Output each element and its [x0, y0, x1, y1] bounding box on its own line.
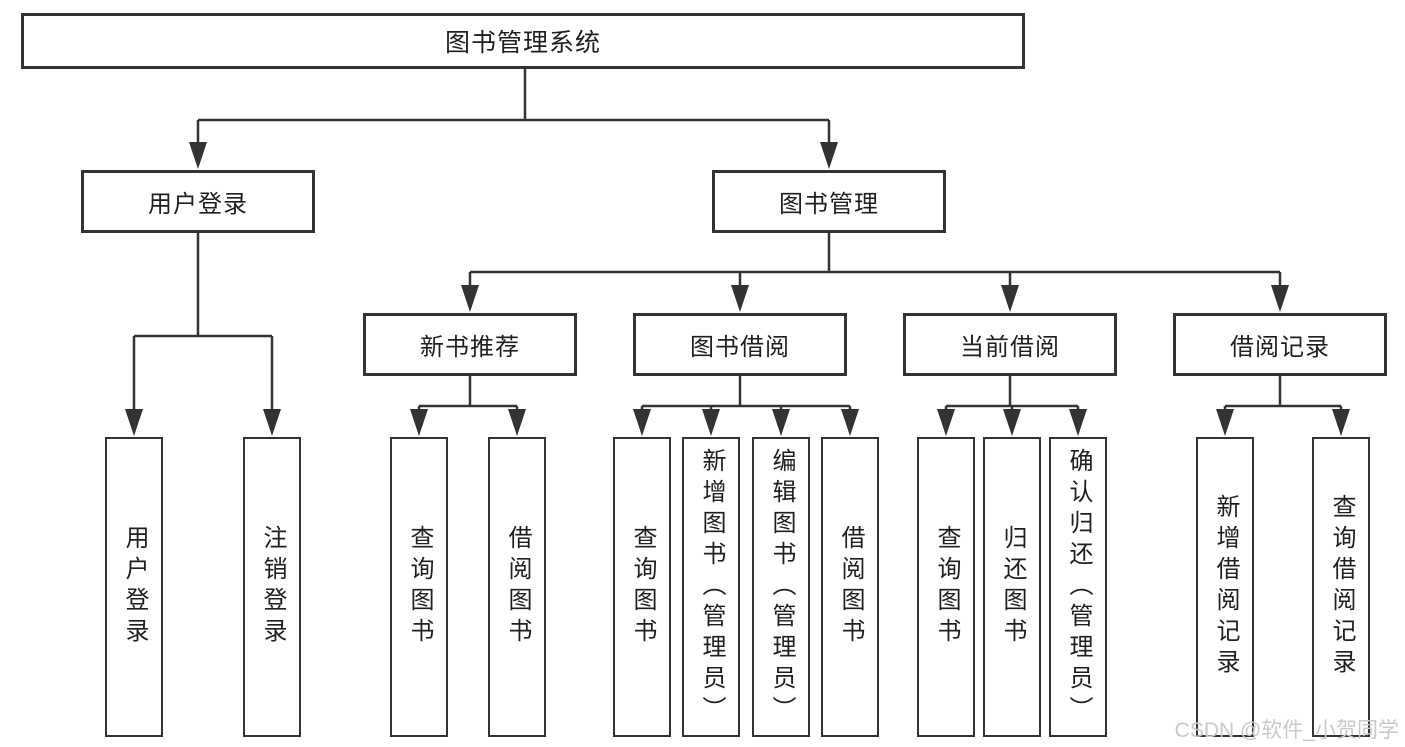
node-book-borrow: 图书借阅 — [633, 313, 847, 376]
leaf-label: 查询图书 — [933, 525, 960, 649]
node-label: 当前借阅 — [960, 334, 1060, 361]
connector-new-book-branch — [417, 376, 519, 412]
leaf-label: 用户登录 — [121, 525, 148, 649]
leaf-query-borrow-record: 查询借阅记录 — [1312, 437, 1370, 737]
node-new-book-recommend: 新书推荐 — [363, 313, 577, 376]
leaf-label: 借阅图书 — [504, 525, 531, 649]
leaf-label: 注销登录 — [259, 525, 286, 649]
node-label: 用户登录 — [148, 191, 248, 218]
node-label: 图书借阅 — [690, 334, 790, 361]
leaf-label: 归还图书 — [999, 525, 1026, 649]
arrowheads — [125, 142, 1350, 436]
node-library-management-system: 图书管理系统 — [21, 13, 1025, 69]
node-user-login: 用户登录 — [81, 170, 315, 233]
node-current-borrow: 当前借阅 — [903, 313, 1117, 376]
connector-book-borrow-branch — [640, 376, 852, 412]
connector-book-management-branch — [468, 233, 1282, 288]
node-book-management: 图书管理 — [712, 170, 946, 233]
connector-current-borrow-branch — [944, 376, 1080, 412]
connector-root-branch — [196, 69, 831, 145]
leaf-label: 查询借阅记录 — [1328, 494, 1355, 680]
leaf-query-books-recommend: 查询图书 — [390, 437, 448, 737]
leaf-label: 新增图书（管理员） — [698, 447, 725, 727]
leaf-query-books-borrow: 查询图书 — [613, 437, 671, 737]
node-borrow-records: 借阅记录 — [1173, 313, 1387, 376]
leaf-return-books: 归还图书 — [983, 437, 1041, 737]
leaf-label: 确认归还（管理员） — [1065, 447, 1092, 727]
node-label: 新书推荐 — [420, 334, 520, 361]
node-label: 图书管理 — [779, 191, 879, 218]
leaf-query-books-current: 查询图书 — [917, 437, 975, 737]
leaf-edit-books-admin: 编辑图书（管理员） — [752, 437, 810, 737]
node-label: 图书管理系统 — [444, 29, 601, 57]
csdn-watermark: CSDN @软件_小贺同学 — [1174, 719, 1399, 742]
leaf-confirm-return-admin: 确认归还（管理员） — [1049, 437, 1107, 737]
leaf-label: 编辑图书（管理员） — [768, 447, 795, 727]
connector-user-login-branch — [132, 233, 274, 412]
leaf-logout: 注销登录 — [243, 437, 301, 737]
leaf-borrow-books: 借阅图书 — [821, 437, 879, 737]
leaf-label: 查询图书 — [406, 525, 433, 649]
leaf-label: 查询图书 — [629, 525, 656, 649]
leaf-label: 新增借阅记录 — [1212, 494, 1239, 680]
leaf-add-borrow-record: 新增借阅记录 — [1196, 437, 1254, 737]
node-label: 借阅记录 — [1230, 334, 1330, 361]
leaf-borrow-books-recommend: 借阅图书 — [488, 437, 546, 737]
leaf-user-login: 用户登录 — [105, 437, 163, 737]
leaf-add-books-admin: 新增图书（管理员） — [682, 437, 740, 737]
leaf-label: 借阅图书 — [837, 525, 864, 649]
connector-borrow-records-branch — [1223, 376, 1343, 412]
